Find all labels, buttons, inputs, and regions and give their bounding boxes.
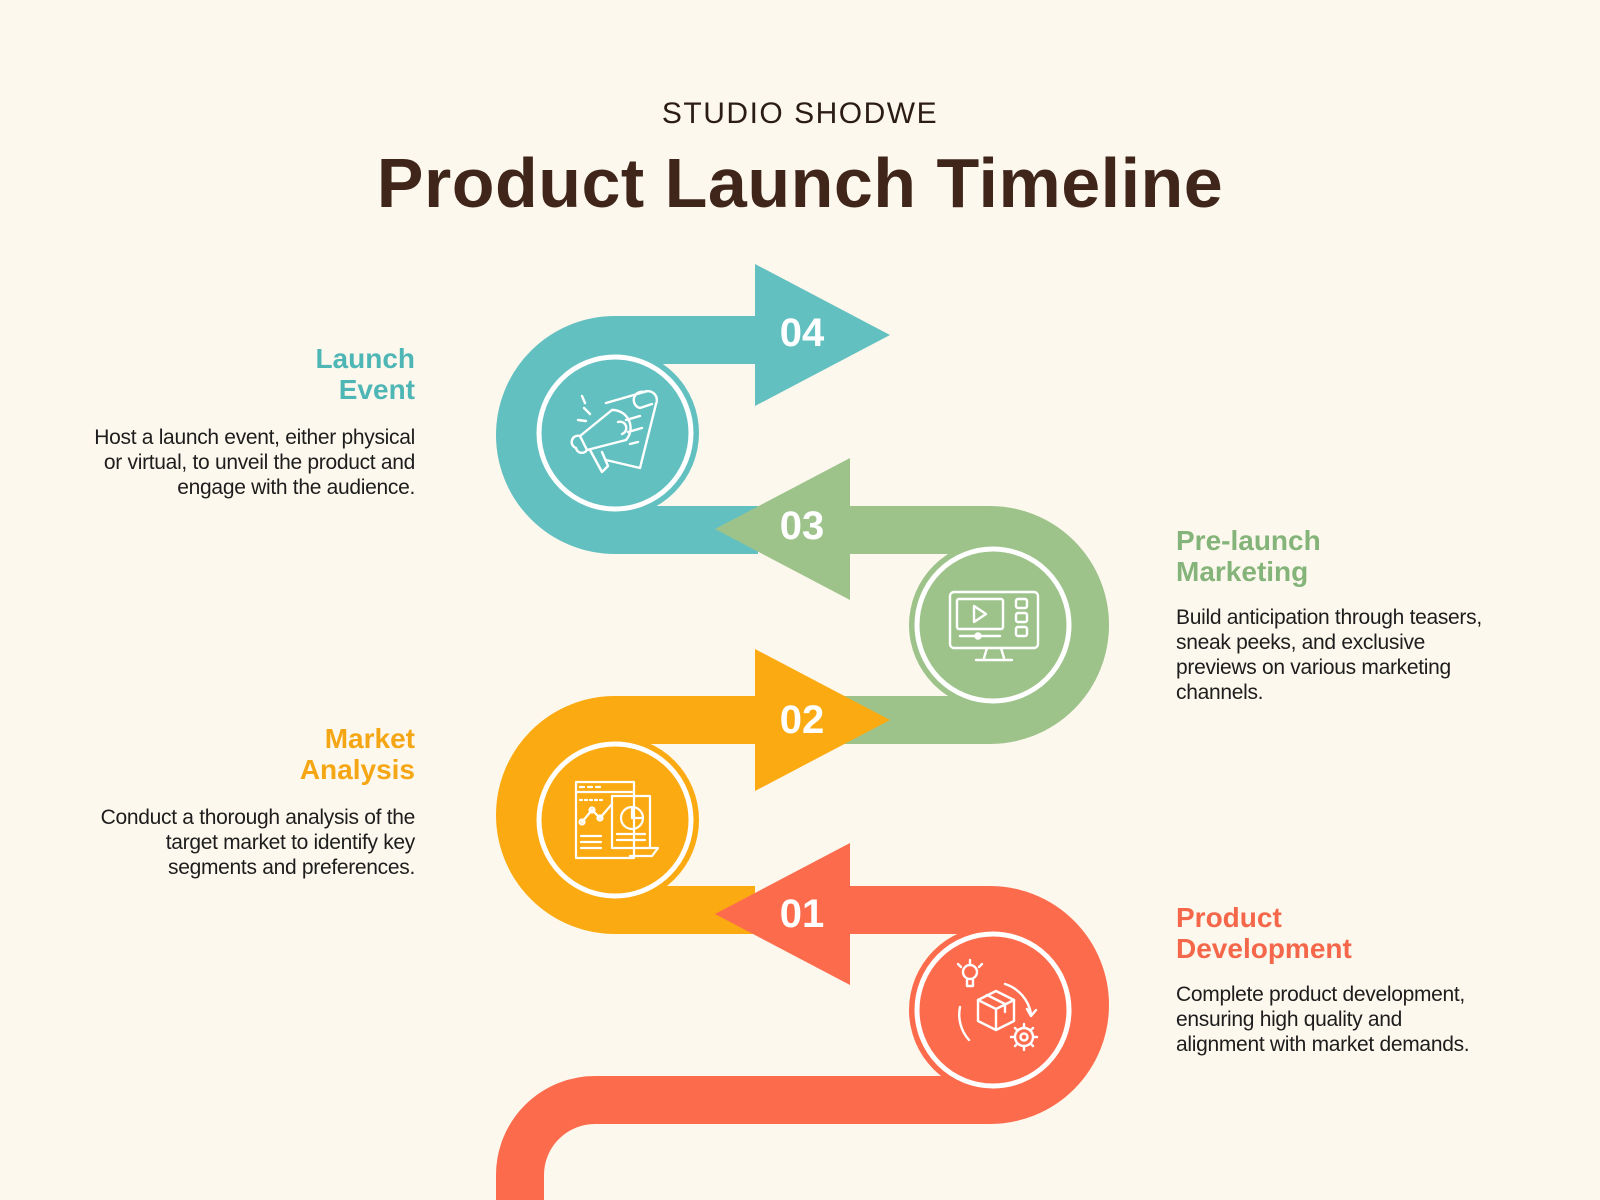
product-cycle-icon xyxy=(956,958,1039,1052)
arrow-head-01 xyxy=(715,843,850,985)
step-02-title-line2: Analysis xyxy=(299,754,415,785)
step-02-description: Conduct a thorough analysis of the targe… xyxy=(100,806,416,879)
step-02-title-line1: Market xyxy=(324,723,415,754)
step-01-title-line1: Product xyxy=(1176,902,1282,933)
step-01-title-line2: Development xyxy=(1176,933,1352,964)
step-number-01: 01 xyxy=(780,892,825,936)
step-03-title-line1: Pre-launch xyxy=(1176,525,1321,556)
step-03-title-line2: Marketing xyxy=(1176,556,1309,587)
circle-02 xyxy=(531,736,699,904)
road-segment-02 xyxy=(496,696,760,934)
road-segment-04 xyxy=(496,316,760,554)
step-04-description: Host a launch event, either physical or … xyxy=(94,426,415,499)
circle-04 xyxy=(531,349,699,517)
step-03-description: Build anticipation through teasers, snea… xyxy=(1176,606,1482,704)
step-04-title: Launch Event xyxy=(85,343,415,405)
circle-01 xyxy=(909,926,1077,1094)
step-01-product-development: Product Development Complete product dev… xyxy=(1176,902,1476,1057)
step-number-04: 04 xyxy=(780,311,825,355)
page-title: Product Launch Timeline xyxy=(376,144,1224,222)
analytics-report-icon xyxy=(574,780,660,860)
road-segment-01 xyxy=(496,886,1109,1200)
step-number-02: 02 xyxy=(780,698,825,742)
arrow-head-02 xyxy=(755,649,890,791)
step-04-title-line1: Launch xyxy=(315,343,415,374)
megaphone-scroll-icon xyxy=(570,389,659,474)
arrow-head-04 xyxy=(755,264,890,406)
road-segment-03 xyxy=(830,506,1109,744)
step-03-title: Pre-launch Marketing xyxy=(1176,525,1486,587)
step-01-title: Product Development xyxy=(1176,902,1476,964)
video-monitor-icon xyxy=(948,590,1040,662)
step-02-title: Market Analysis xyxy=(85,723,415,785)
circle-03 xyxy=(909,541,1077,709)
brand-name: STUDIO SHODWE xyxy=(661,97,939,130)
step-03-pre-launch-marketing: Pre-launch Marketing Build anticipation … xyxy=(1176,525,1486,705)
step-number-03: 03 xyxy=(780,504,825,548)
arrow-head-03 xyxy=(715,458,850,600)
step-01-description: Complete product development, ensuring h… xyxy=(1176,983,1470,1056)
step-02-market-analysis: Market Analysis Conduct a thorough analy… xyxy=(85,723,416,880)
step-04-title-line2: Event xyxy=(338,374,415,405)
step-04-launch-event: Launch Event Host a launch event, either… xyxy=(85,343,415,500)
